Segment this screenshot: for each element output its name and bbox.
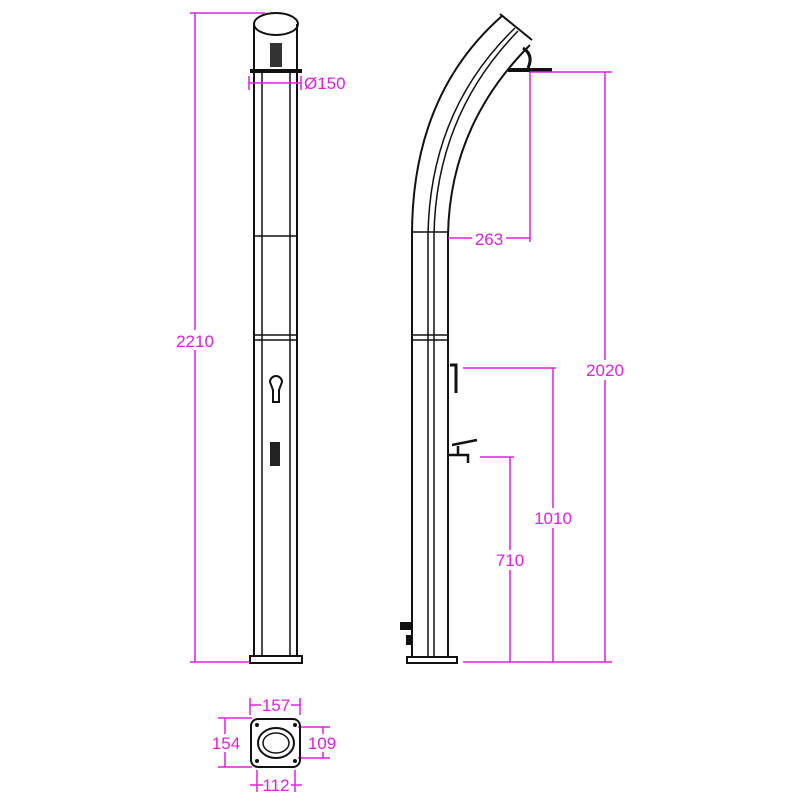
front-base-plate bbox=[249, 655, 303, 664]
side-column-outer-left bbox=[411, 15, 503, 656]
shower-arm-icon bbox=[522, 46, 532, 69]
side-column-inner-1 bbox=[427, 27, 516, 656]
dim-109: 109 bbox=[308, 734, 336, 753]
shower-plate bbox=[250, 69, 302, 73]
column-outer bbox=[253, 73, 298, 656]
tap-front-icon bbox=[270, 442, 280, 466]
side-column-outer-right bbox=[447, 44, 531, 656]
column-joints bbox=[254, 235, 297, 341]
dim-150: Ø150 bbox=[304, 74, 346, 93]
mixer-keyhole-icon bbox=[268, 375, 284, 403]
dim-112: 112 bbox=[262, 776, 289, 795]
shower-head-icon bbox=[508, 68, 552, 72]
side-base-plate bbox=[406, 656, 458, 664]
shower-arm-icon bbox=[270, 43, 282, 67]
side-view bbox=[400, 13, 552, 664]
side-joints bbox=[412, 231, 448, 341]
valve-icon bbox=[400, 622, 412, 630]
drain-icon bbox=[406, 635, 412, 645]
shower-head-top bbox=[253, 12, 299, 36]
dim-2210: 2210 bbox=[176, 332, 214, 351]
tap-side-icon bbox=[448, 438, 478, 463]
column-inner bbox=[261, 73, 291, 656]
dim-710: 710 bbox=[496, 551, 524, 570]
side-column-inner-2 bbox=[433, 30, 519, 656]
front-view bbox=[249, 12, 303, 664]
dim-154: 154 bbox=[212, 734, 240, 753]
base-plan-view bbox=[250, 718, 301, 768]
dim-157: 157 bbox=[262, 696, 290, 715]
mixer-lever-icon bbox=[450, 363, 458, 393]
dim-1010: 1010 bbox=[534, 509, 572, 528]
dim-2020: 2020 bbox=[586, 361, 624, 380]
side-head-top bbox=[499, 13, 533, 41]
dim-263: 263 bbox=[475, 230, 503, 249]
dimension-labels: 2210 Ø150 263 2020 1010 710 157 154 109 … bbox=[175, 74, 628, 795]
head-housing bbox=[253, 24, 298, 70]
